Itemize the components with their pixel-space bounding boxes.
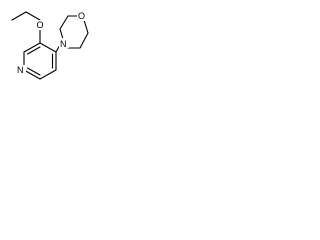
pyridine-double-bond-c6-n <box>26 67 41 76</box>
pyridine-double-bond-c2-c3 <box>26 46 41 55</box>
morpholine-bond-c-right-o <box>83 19 89 34</box>
pyridine-ring <box>23 42 57 80</box>
ether-oxygen-label: O <box>37 20 44 30</box>
pyridine-nitrogen-label: N <box>17 65 24 75</box>
ethoxy-group <box>11 11 41 44</box>
chemical-structure-diagram: O N O N <box>11 11 89 80</box>
atom-labels: O N O N <box>16 11 87 75</box>
morpholine-bond-c-lower-c-right <box>79 32 89 49</box>
pyridine-bond-c6-n <box>23 69 41 80</box>
morpholine-nitrogen-label: N <box>60 39 67 49</box>
pyridine-bond-c5-c6 <box>39 69 57 80</box>
pyridine-bond-c3-c4 <box>39 42 57 53</box>
bond-ether-oxygen-ch2 <box>25 11 41 21</box>
morpholine-oxygen-label: O <box>78 11 85 21</box>
morpholine-ring <box>55 15 89 53</box>
bond-ch2-ch3 <box>11 11 27 21</box>
pyridine-bond-c2-c3 <box>23 42 41 53</box>
morpholine-bond-c-upper-c-left <box>59 15 69 30</box>
morpholine-bond-c-left-n <box>59 28 64 40</box>
